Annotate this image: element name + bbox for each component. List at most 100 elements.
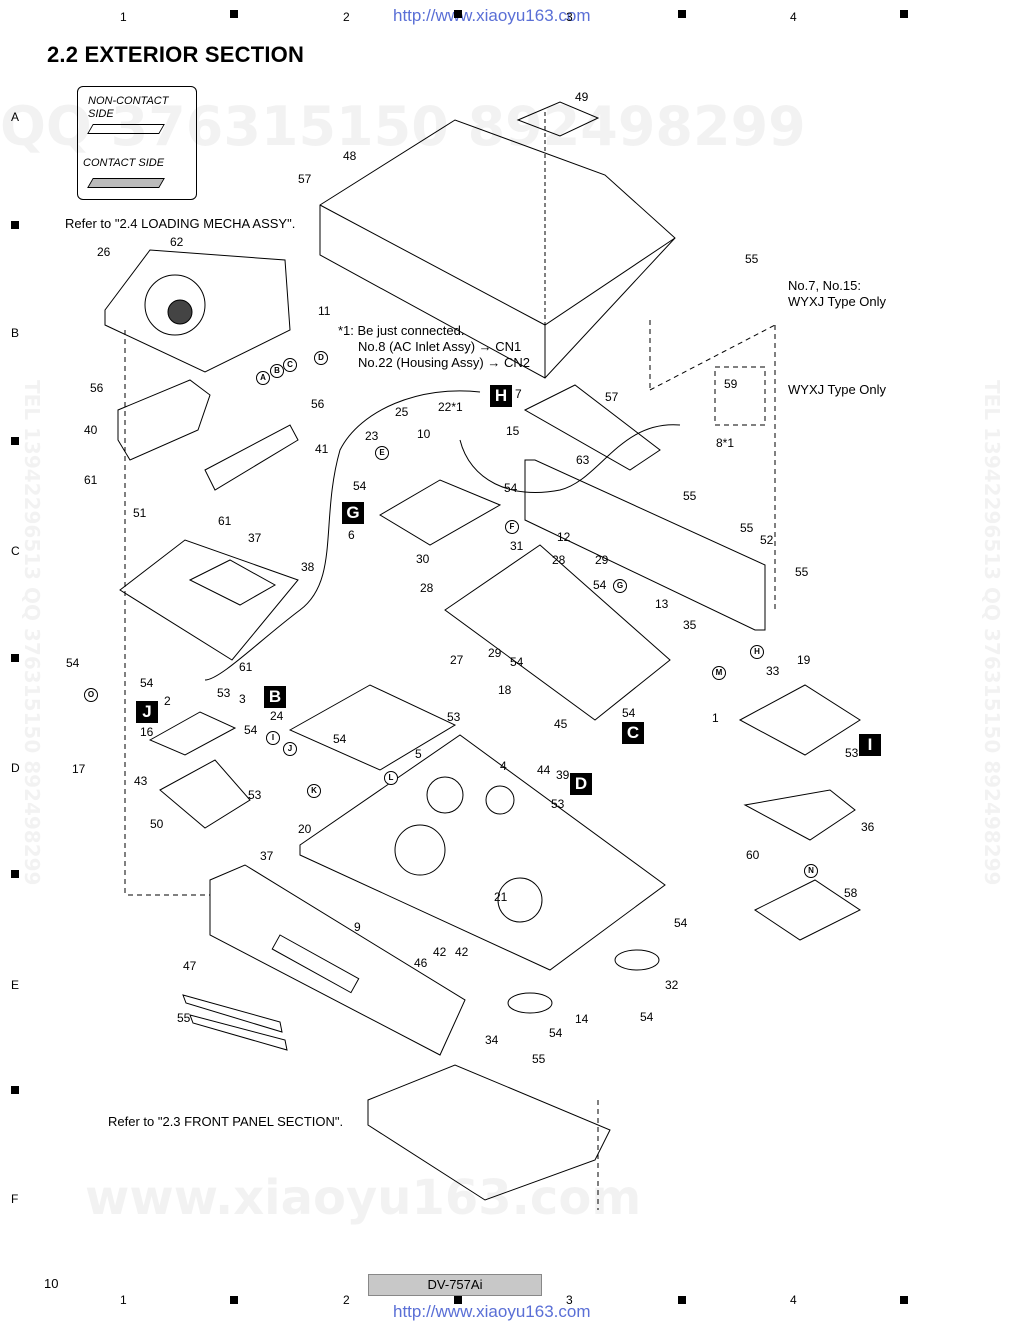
part-callout: 34 [485,1033,499,1047]
part-callout: 22*1 [438,400,463,414]
register-mark [454,10,462,18]
part-callout: 7 [515,387,522,401]
non-contact-icon [87,124,165,134]
watermark-qq: QQ 376315150 892498299 [0,95,806,158]
circle-letter-o: O [84,688,98,702]
circle-letter-l: L [384,771,398,785]
board-5 [738,684,861,756]
contact-icon [87,178,165,188]
part-callout: 38 [301,560,315,574]
column-number-1: 1 [120,10,127,24]
wyxj-note-line2: WYXJ Type Only [788,294,887,309]
part-callout: 17 [72,762,86,776]
row-letter-a: A [11,110,20,124]
watermark-tel-left: TEL 13942296513 QQ 376315150 892498299 [20,380,44,886]
part-callout: 33 [766,664,780,678]
bracket-44 [159,759,251,829]
foot-42b [614,949,660,971]
url-bottom[interactable]: http://www.xiaoyu163.com [393,1302,591,1321]
legend-non-contact-line2: SIDE [88,108,114,120]
part-callout: 55 [532,1052,546,1066]
circle-letter-a: A [256,371,270,385]
register-mark [11,1086,19,1094]
register-mark [900,1296,908,1304]
register-mark [230,10,238,18]
part-callout: 3 [239,692,246,706]
boxed-letter-h: H [490,385,512,407]
part-callout: 47 [183,959,197,973]
part-callout: 55 [740,521,754,535]
part-callout: 61 [239,660,253,674]
part-callout: 54 [593,578,607,592]
part-callout: 53 [551,797,565,811]
circle-letter-d: D [314,351,328,365]
register-mark [678,10,686,18]
part-callout: 2 [164,694,171,708]
part-callout: 40 [84,423,98,437]
boxed-letter-b: B [264,686,286,708]
part-callout: 53 [248,788,262,802]
chassis [299,734,666,971]
part-callout: 45 [554,717,568,731]
part-callout: 44 [537,763,551,777]
row-letter-c: C [11,544,20,558]
part-callout: 29 [595,553,609,567]
circle-letter-e: E [375,446,389,460]
part-callout: 48 [343,149,357,163]
part-callout: 24 [270,709,284,723]
sheet-37 [754,879,861,941]
boxed-letter-j: J [136,701,158,723]
part-callout: 58 [844,886,858,900]
part-callout: 41 [315,442,329,456]
url-top[interactable]: http://www.xiaoyu163.com [393,6,591,25]
part-callout: 57 [605,390,619,404]
strip-46 [182,994,283,1033]
part-callout: 6 [348,528,355,542]
part-callout: 36 [861,820,875,834]
part-callout: 54 [549,1026,563,1040]
watermark-tel-right: TEL 13942296513 QQ 376315150 892498299 [980,380,1004,886]
boxed-letter-i: I [859,734,881,756]
part-callout: 54 [674,916,688,930]
register-mark [678,1296,686,1304]
part-callout: 53 [217,686,231,700]
part-callout: 31 [510,539,524,553]
part-callout: 60 [746,848,760,862]
page-number: 10 [44,1276,59,1291]
part-callout: 61 [218,514,232,528]
part-callout: 11 [318,304,331,318]
register-mark [454,1296,462,1304]
part-callout: 15 [506,424,520,438]
part-callout: 42 [455,945,469,959]
part-callout: 55 [745,252,759,266]
legend-contact: CONTACT SIDE [83,157,165,169]
part-callout: 37 [260,849,274,863]
part-callout: 29 [488,646,502,660]
part-callout: 59 [724,377,738,391]
part-callout: 20 [298,822,312,836]
circle-letter-n: N [804,864,818,878]
part-callout: 10 [417,427,431,441]
front-panel [209,864,466,1056]
model-name: DV-757Ai [368,1274,542,1296]
bracket-40 [117,379,211,461]
part-callout: 39 [556,768,570,782]
register-mark [11,654,19,662]
column-number-3: 3 [566,1293,573,1307]
part-callout: 54 [140,676,154,690]
part-callout: 49 [575,90,589,104]
part-callout: 54 [353,479,367,493]
circle-letter-g: G [613,579,627,593]
part-callout: 54 [504,481,518,495]
column-number-2: 2 [343,10,350,24]
boxed-letter-c: C [622,722,644,744]
part-callout: 55 [177,1011,191,1025]
contact-side-legend: NON-CONTACT SIDE CONTACT SIDE [77,86,197,200]
bracket-43 [743,789,856,841]
boxed-letter-g: G [342,502,364,524]
column-number-3: 3 [566,10,573,24]
part-callout: 52 [760,533,774,547]
column-number-2: 2 [343,1293,350,1307]
part-callout: 42 [433,945,447,959]
